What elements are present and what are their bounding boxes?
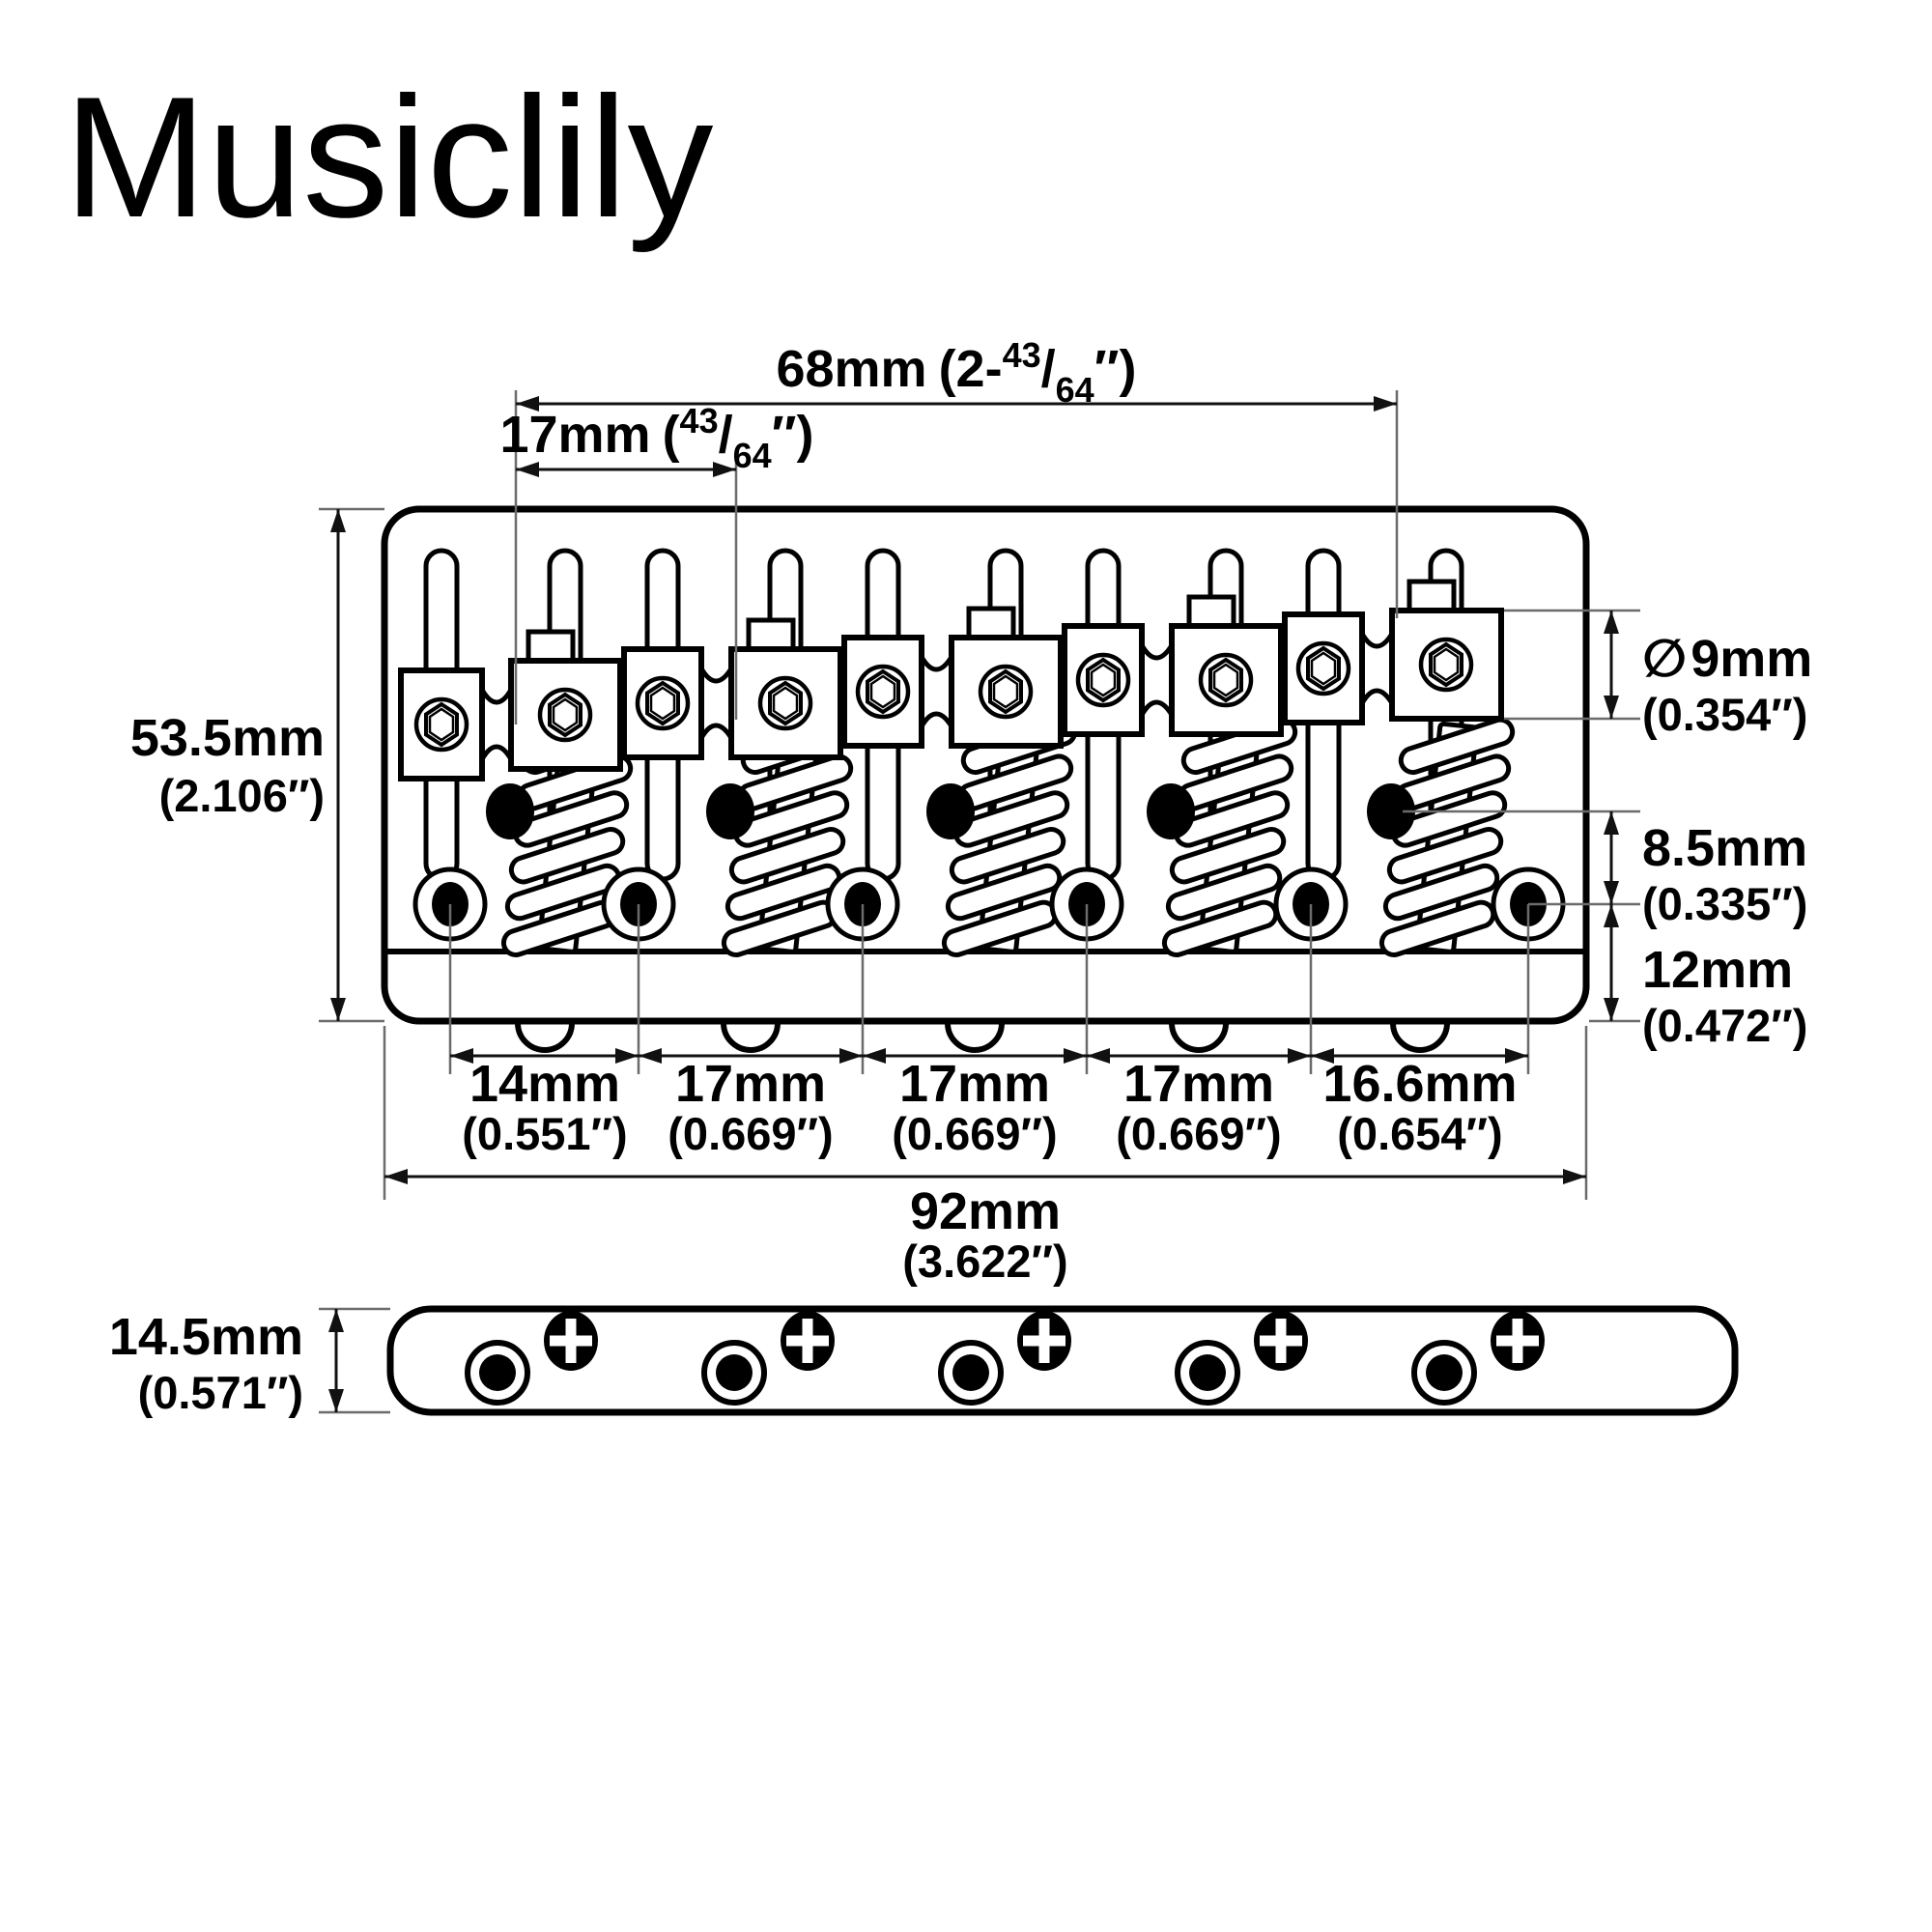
screw-hole-dot: [926, 783, 975, 839]
saddle-waist: [1139, 636, 1175, 724]
side-mounting-hole: [1178, 1343, 1237, 1403]
dim-label-14mm: 14mm(0.551″): [462, 1055, 627, 1159]
dim-label-12mm: 12mm(0.472″): [1642, 941, 1807, 1051]
hex-screw-icon: [1421, 639, 1471, 690]
hex-screw-icon: [1201, 655, 1251, 705]
dim-label-8-5mm: 8.5mm(0.335″): [1642, 819, 1807, 929]
mounting-notch: [948, 1023, 1002, 1050]
screw-hole-dot: [486, 783, 534, 839]
phillips-screw-icon: [1254, 1311, 1308, 1371]
side-mounting-hole: [941, 1343, 1001, 1403]
mounting-notch: [518, 1023, 572, 1050]
brand-title: Musiclily: [64, 61, 713, 253]
screw-hole-dot: [1147, 783, 1195, 839]
hex-screw-icon: [416, 699, 467, 750]
phillips-screw-icon: [544, 1311, 598, 1371]
bridge-top-view: [381, 505, 1590, 1050]
dim-saddle-diameter-9mm: ∅9mm(0.354″): [1604, 611, 1812, 740]
dim-label-68mm: 68mm(2-43/64″): [776, 335, 1136, 410]
extension-lines: [319, 390, 1640, 1414]
dim-68mm: 68mm(2-43/64″): [516, 335, 1397, 412]
saddle-waist: [919, 647, 954, 736]
dim-label-9mm: ∅9mm(0.354″): [1642, 630, 1812, 740]
bridge-side-view: 14.5mm(0.571″): [109, 1305, 1739, 1418]
dim-8-5mm: 8.5mm(0.335″): [1604, 811, 1807, 929]
hex-screw-icon: [540, 690, 590, 740]
dim-width-92mm: 92mm(3.622″): [384, 1169, 1586, 1287]
saddle-waist: [698, 659, 734, 748]
hex-screw-icon: [980, 667, 1031, 717]
saddle-waist: [479, 680, 514, 769]
dim-height-53-5mm: 53.5mm(2.106″): [130, 509, 346, 1021]
dim-17mm-top: 17mm(43/64″): [499, 401, 814, 477]
dim-label-53-5mm: 53.5mm(2.106″): [130, 709, 325, 821]
saddle-tab: [526, 629, 576, 666]
side-mounting-hole: [468, 1343, 527, 1403]
dim-label-14-5mm: 14.5mm(0.571″): [109, 1308, 303, 1418]
rear-mounting-notches: [518, 1023, 1447, 1050]
hex-screw-icon: [760, 678, 810, 728]
dim-hole-spacing: 14mm(0.551″) 17mm(0.669″) 17mm(0.669″) 1…: [450, 1048, 1528, 1159]
dim-label-17mm-c: 17mm(0.669″): [1116, 1055, 1281, 1159]
dim-label-17mm-a: 17mm(0.669″): [668, 1055, 833, 1159]
saddle-waists: [479, 624, 1395, 769]
screw-hole-dot: [706, 783, 754, 839]
hex-screw-icon: [1078, 655, 1128, 705]
mounting-notch: [1393, 1023, 1447, 1050]
saddle-waist: [1359, 624, 1395, 713]
phillips-screw-icon: [1491, 1311, 1545, 1371]
side-mounting-hole: [1414, 1343, 1474, 1403]
phillips-screw-icon: [781, 1311, 835, 1371]
phillips-screw-icon: [1017, 1311, 1071, 1371]
mounting-notch: [1172, 1023, 1226, 1050]
hex-screw-icon: [1298, 643, 1349, 694]
side-mounting-hole: [704, 1343, 764, 1403]
dim-thickness-14-5mm: 14.5mm(0.571″): [109, 1308, 344, 1418]
hex-screw-icon: [638, 678, 688, 728]
dim-label-17mm-top: 17mm(43/64″): [499, 401, 813, 475]
dim-label-16-6mm: 16.6mm(0.654″): [1322, 1055, 1517, 1159]
dim-label-17mm-b: 17mm(0.669″): [892, 1055, 1057, 1159]
dim-12mm: 12mm(0.472″): [1604, 904, 1807, 1051]
hex-screw-icon: [858, 667, 908, 717]
mounting-notch: [724, 1023, 778, 1050]
dim-label-92mm: 92mm(3.622″): [902, 1182, 1067, 1287]
